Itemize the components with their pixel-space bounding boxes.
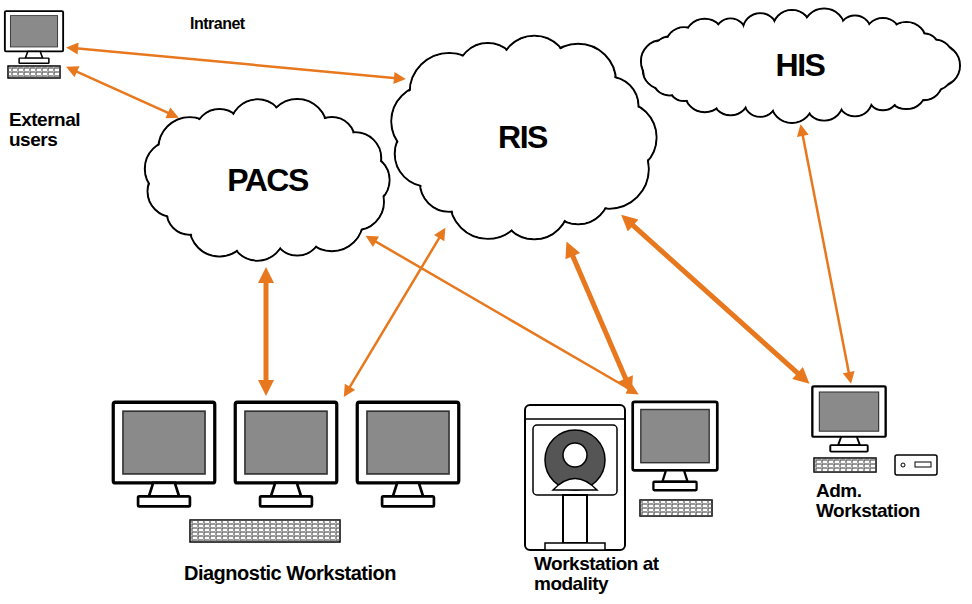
diagnostic-monitors-part xyxy=(235,402,337,506)
ris-cloud: RIS xyxy=(385,30,660,245)
scanner-modality xyxy=(525,405,625,550)
station-label: External users xyxy=(3,110,103,150)
diagnostic-monitors-part xyxy=(357,402,459,506)
icon-area xyxy=(110,398,470,543)
station-label: Diagnostic Workstation xyxy=(110,563,470,584)
arrow-connector xyxy=(73,48,399,78)
diagnostic-monitors-part xyxy=(190,520,340,542)
station-label: Adm. Workstation xyxy=(808,481,948,521)
diagnostic-station: Diagnostic Workstation xyxy=(110,398,470,584)
system-name: PACS xyxy=(227,162,308,199)
modality-computer-part xyxy=(640,500,712,516)
admin-computer-part xyxy=(895,455,937,475)
cloud-fill xyxy=(425,70,621,206)
external-computer xyxy=(5,11,63,78)
arrow-connector xyxy=(627,220,803,378)
modality-computer xyxy=(633,402,718,516)
system-name: RIS xyxy=(498,119,547,156)
admin-computer-part xyxy=(901,463,905,467)
external-computer-part xyxy=(8,66,60,78)
admin-computer xyxy=(812,386,937,475)
diagnostic-monitors-part xyxy=(190,520,340,542)
scanner-modality-part xyxy=(553,479,597,491)
arrow-connector xyxy=(347,234,441,391)
cloud-fill xyxy=(661,29,939,102)
admin-computer-part xyxy=(814,458,876,472)
admin-computer-part xyxy=(812,386,885,451)
admin-computer-part xyxy=(915,462,931,467)
external-computer-part xyxy=(8,66,60,78)
external-computer-part xyxy=(5,11,63,63)
icon-area xyxy=(3,10,65,80)
modality-computer-part xyxy=(633,402,718,490)
scanner-modality-part xyxy=(563,495,587,543)
pacs-cloud: PACS xyxy=(140,95,395,265)
diagnostic-monitors-part xyxy=(113,402,215,506)
arrow-connector xyxy=(802,131,850,377)
system-name: HIS xyxy=(776,47,825,84)
icon-area xyxy=(808,385,938,473)
diagnostic-monitors xyxy=(113,402,459,542)
modality-station: Workstation at modality xyxy=(522,395,727,594)
admin-station: Adm. Workstation xyxy=(808,385,948,521)
arrow-connector xyxy=(72,70,172,115)
icon-area xyxy=(522,395,727,550)
his-cloud: HIS xyxy=(640,8,960,123)
scanner-modality-part xyxy=(525,418,625,420)
arrow-connector xyxy=(372,239,633,391)
network-label: Intranet xyxy=(190,15,245,33)
station-label: Workstation at modality xyxy=(522,554,727,594)
scanner-modality-part xyxy=(533,425,617,495)
scanner-modality-part xyxy=(545,430,605,490)
external-users-station: External users xyxy=(3,10,103,150)
arrow-connector xyxy=(570,249,629,386)
arrow-connector xyxy=(264,275,269,388)
scanner-modality-part xyxy=(545,543,605,550)
scanner-modality-part xyxy=(525,405,625,550)
admin-computer-part xyxy=(814,458,876,472)
modality-computer-part xyxy=(640,500,712,516)
cloud-fill xyxy=(171,126,363,233)
scanner-modality-part xyxy=(563,443,587,467)
